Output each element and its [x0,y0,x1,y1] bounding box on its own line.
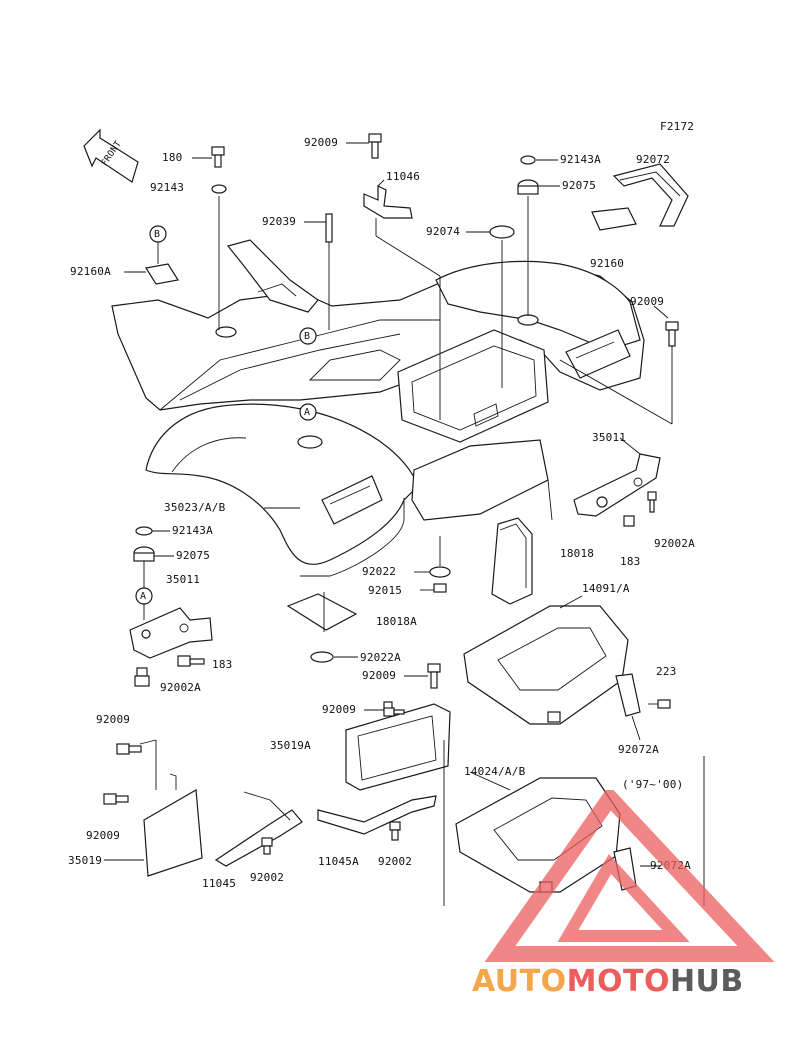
rear-fender-body [111,239,645,577]
marker-b-main [299,327,317,345]
label-14091: 14091/A [582,582,630,595]
period-note: ('97~'00) [622,778,684,791]
watermark-text-auto: AUTO [472,964,567,999]
grommet-92075-left [133,546,155,588]
bolt-223 [648,699,671,709]
label-35011-right: 35011 [592,431,627,444]
label-92009-top: 92009 [304,136,339,149]
grommet-92022 [429,536,451,578]
label-14024: 14024/A/B [464,765,526,778]
washer-92143 [211,184,227,330]
washer-92143a-left [135,526,153,536]
label-92002-center: 92002 [378,855,413,868]
toolbox-14091 [463,605,629,725]
figure-code: F2172 [660,120,695,133]
warning-triangle-icon [484,790,775,962]
bracket-11046 [363,185,441,420]
label-92002: 92002 [250,871,285,884]
bolt-92009-35019a [383,707,405,717]
pad-18018a [286,592,358,632]
bolt-183-left [177,655,205,667]
label-92160a: 92160A [70,265,111,278]
label-11045a: 11045A [318,855,359,868]
bolt-92002a-left [134,667,150,687]
label-92009-right: 92009 [630,295,665,308]
label-180: 180 [162,151,183,164]
watermark-text-moto: MOTO [566,964,670,999]
label-223: 223 [656,665,677,678]
bolt-92009-lower-a [116,739,157,790]
band-92072a-top [615,673,641,717]
label-92009-lower-a: 92009 [96,713,131,726]
bolt-92009-right [559,321,679,425]
label-92074: 92074 [426,225,461,238]
marker-a-left [135,587,153,620]
watermark-logo [484,790,775,962]
label-92143: 92143 [150,181,185,194]
marker-a-main-label: A [304,407,311,418]
marker-a-main [299,403,317,421]
pad-92160A [145,263,179,285]
label-18018a: 18018A [376,615,417,628]
label-92143a-left: 92143A [172,524,213,537]
label-92022: 92022 [362,565,397,578]
washer-92143a-top [520,155,536,165]
label-92009-lower-b: 92009 [86,829,121,842]
label-11046: 11046 [386,170,421,183]
label-35019a: 35019A [270,739,311,752]
label-35011-left: 35011 [166,573,201,586]
bracket-35011-right [573,453,661,527]
label-92075-left: 92075 [176,549,211,562]
label-92075-top: 92075 [562,179,597,192]
marker-b-top [149,225,167,264]
bolt-92009-lower-b [103,793,129,805]
label-35019: 35019 [68,854,103,867]
bolt-92009-center [427,663,441,689]
bracket-11045a [317,795,437,841]
grommet-92075-top [517,179,539,316]
band-92072 [612,163,689,227]
label-92009-center: 92009 [362,669,397,682]
bracket-11045 [214,791,303,867]
mudflap-35019 [143,773,203,877]
watermark-text-hub: HUB [669,964,744,999]
label-11045: 11045 [202,877,237,890]
label-35023: 35023/A/B [164,501,226,514]
label-183-left: 183 [212,658,233,671]
label-92039: 92039 [262,215,297,228]
pad-92160 [591,207,637,231]
watermark-text: AUTOMOTOHUB [472,964,744,999]
bracket-35019a [345,701,451,791]
label-92072: 92072 [636,153,671,166]
bolt-92009-top [368,133,382,159]
label-183-right: 183 [620,555,641,568]
nut-92015 [433,583,447,593]
front-arrow [83,128,139,183]
label-92160: 92160 [590,257,625,270]
bracket-18018-right [491,517,533,605]
label-92002a-right: 92002A [654,537,695,550]
label-92015: 92015 [368,584,403,597]
label-92002a-left: 92002A [160,681,201,694]
label-92009-35019a: 92009 [322,703,357,716]
marker-b-main-label: B [304,331,311,342]
label-92143a-top: 92143A [560,153,601,166]
pin-92039 [325,213,333,330]
label-18018: 18018 [560,547,595,560]
bracket-35011-left [129,607,213,659]
label-92072a-top: 92072A [618,743,659,756]
bolt-180 [211,146,225,168]
grommet-92022a [310,651,334,663]
marker-b-top-label: B [154,229,161,240]
label-92022a: 92022A [360,651,401,664]
marker-a-left-label: A [140,591,147,602]
